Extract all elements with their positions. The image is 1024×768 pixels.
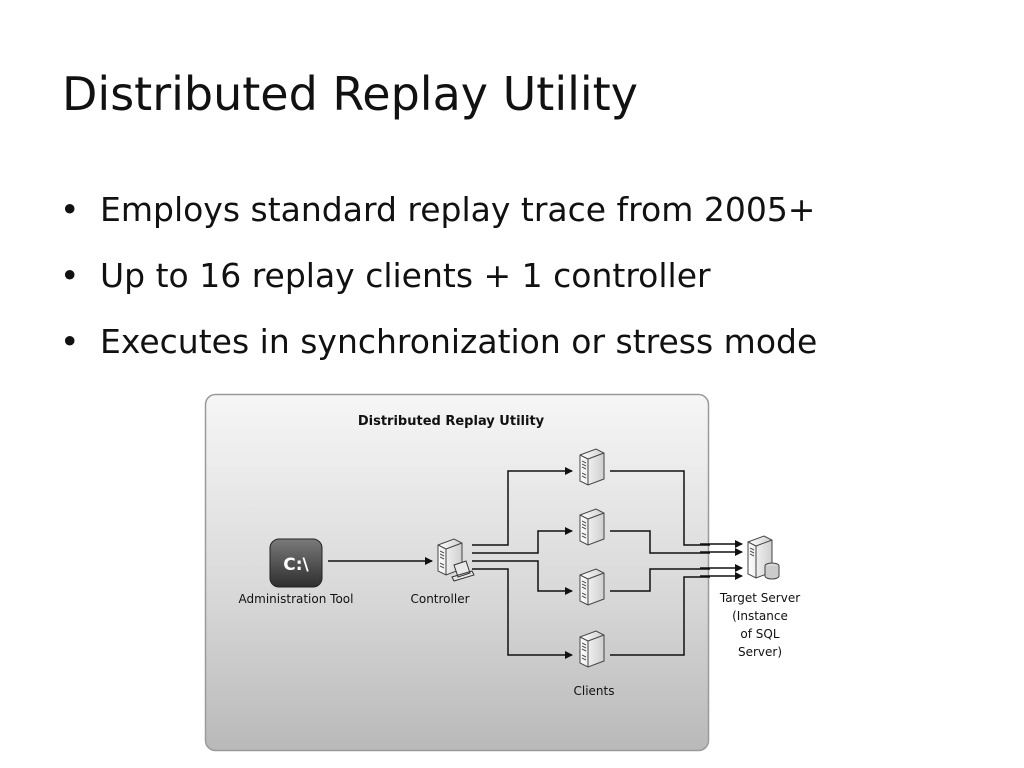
bullet-dot: • bbox=[60, 322, 80, 361]
architecture-diagram: Distributed Replay Utility C:\ Administr… bbox=[204, 393, 775, 752]
target-server-label-line: of SQL bbox=[740, 627, 779, 641]
bullet-item: • Executes in synchronization or stress m… bbox=[60, 320, 817, 364]
connector-controller-to-clients bbox=[472, 467, 573, 659]
command-prompt-icon bbox=[269, 538, 323, 588]
database-server-icon bbox=[747, 535, 780, 580]
bullet-item: • Employs standard replay trace from 2005… bbox=[60, 188, 817, 232]
target-server-overlay: Target Server (Instance of SQL Server) bbox=[700, 532, 820, 672]
controller-laptop-icon bbox=[451, 560, 475, 582]
client-server-icon bbox=[579, 568, 605, 606]
bullet-list: • Employs standard replay trace from 2005… bbox=[60, 188, 817, 386]
bullet-dot: • bbox=[60, 256, 80, 295]
bullet-text: Executes in synchronization or stress mo… bbox=[100, 322, 818, 361]
bullet-text: Up to 16 replay clients + 1 controller bbox=[100, 256, 711, 295]
controller-label: Controller bbox=[410, 592, 469, 606]
client-server-icon bbox=[579, 508, 605, 546]
client-server-icon bbox=[579, 630, 605, 668]
target-server-label-line: (Instance bbox=[732, 609, 788, 623]
command-prompt-icon-text: C:\ bbox=[283, 555, 309, 575]
bullet-dot: • bbox=[60, 190, 80, 229]
diagram-title: Distributed Replay Utility bbox=[358, 414, 545, 429]
connector-into-target bbox=[700, 540, 743, 580]
bullet-item: • Up to 16 replay clients + 1 controller bbox=[60, 254, 817, 298]
target-server-label-line: Target Server bbox=[719, 591, 800, 605]
clients-label: Clients bbox=[574, 684, 615, 698]
slide-title: Distributed Replay Utility bbox=[62, 67, 638, 121]
diagram-svg: Distributed Replay Utility C:\ Administr… bbox=[204, 393, 775, 752]
target-server-svg: Target Server (Instance of SQL Server) bbox=[700, 535, 800, 659]
target-server-label-line: Server) bbox=[738, 645, 782, 659]
admin-tool-node: C:\ Administration Tool bbox=[239, 538, 354, 606]
clients-group: Clients bbox=[574, 448, 615, 698]
admin-tool-label: Administration Tool bbox=[239, 592, 354, 606]
controller-node: Controller bbox=[410, 538, 475, 606]
client-server-icon bbox=[579, 448, 605, 486]
bullet-text: Employs standard replay trace from 2005+ bbox=[100, 190, 816, 229]
